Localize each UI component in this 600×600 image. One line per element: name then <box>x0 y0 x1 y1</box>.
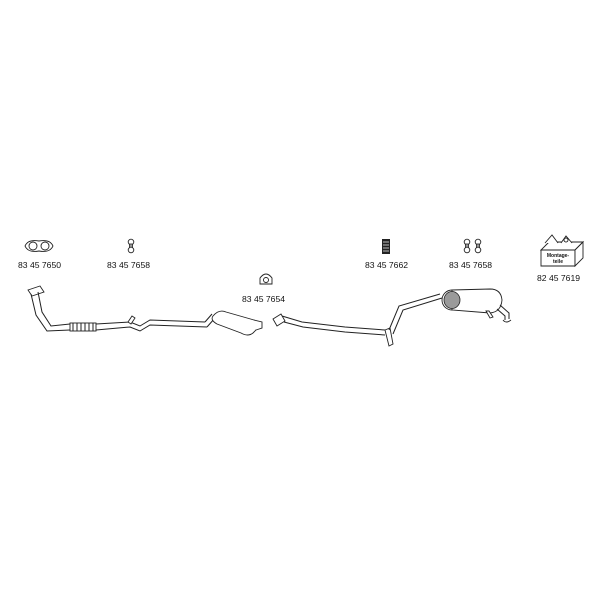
gasket-middle-icon <box>259 273 273 285</box>
flange-gasket-icon <box>24 240 54 252</box>
rubber-hanger-front-icon <box>127 238 135 254</box>
middle-silencer <box>204 310 263 336</box>
rubber-hanger-rear-icon <box>463 238 482 254</box>
intermediate-pipe <box>272 293 443 347</box>
kit-box-text-line-2: teile <box>553 259 563 265</box>
rear-silencer <box>441 288 512 323</box>
part-number-label: 83 45 7658 <box>449 260 492 270</box>
mounting-kit-box-icon: Montage- teile <box>539 234 585 268</box>
front-pipe <box>27 285 208 332</box>
part-number-label: 83 45 7654 <box>242 294 285 304</box>
part-number-label: 82 45 7619 <box>537 273 580 283</box>
part-number-label: 83 45 7662 <box>365 260 408 270</box>
part-number-label: 83 45 7650 <box>18 260 61 270</box>
part-number-label: 83 45 7658 <box>107 260 150 270</box>
kit-box-text-line-1: Montage- <box>547 253 570 259</box>
spring-clamp-icon <box>382 239 390 254</box>
